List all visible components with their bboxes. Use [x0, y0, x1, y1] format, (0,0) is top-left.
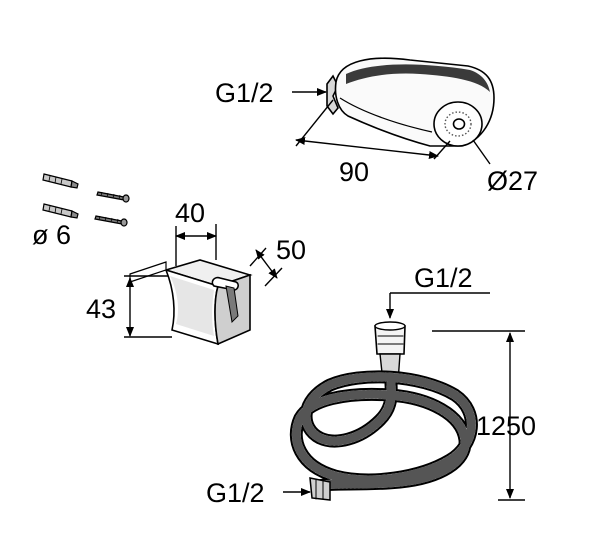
holder-dimensions: [124, 224, 283, 338]
ext-depth-2: [264, 267, 283, 287]
hose-top-nut-face: [374, 321, 406, 331]
wall-anchors: [42, 173, 130, 227]
holder-back-plate: [129, 261, 167, 283]
hose-bottom-nut: [309, 477, 331, 501]
label-hose-thread-bottom: G1/2: [206, 478, 265, 508]
hose-coil-ribs: [291, 372, 476, 491]
depth-dimension-line: [255, 249, 278, 279]
hose-coils: [289, 370, 478, 493]
hand-shower: [326, 57, 495, 147]
label-holder-width: 40: [175, 198, 205, 228]
label-holder-depth: 50: [276, 235, 306, 265]
screw-1: [96, 191, 130, 203]
label-handshower-thread: G1/2: [215, 78, 274, 108]
label-handshower-length: 90: [339, 157, 369, 187]
holder-slot-depth: [225, 285, 239, 324]
hand-shower-dimensions: [292, 88, 491, 165]
ext-depth-1: [249, 247, 267, 267]
hose-dimensions: [283, 292, 525, 501]
holder-front-shading: [170, 276, 214, 336]
label-hose-thread-top: G1/2: [414, 263, 473, 293]
label-anchor-diameter: ø 6: [32, 220, 71, 250]
wall-holder: [129, 259, 253, 346]
hand-shower-shading: [346, 64, 490, 92]
hand-shower-lower-contour: [339, 97, 433, 133]
spray-face-center: [452, 118, 466, 130]
label-handshower-diameter: Ø27: [487, 166, 538, 196]
length-dimension-line: [295, 137, 439, 159]
anchor-plug-1: [42, 173, 79, 189]
label-hose-length: 1250: [476, 411, 536, 441]
diameter-leader: [472, 139, 491, 165]
extension-line-left: [295, 99, 334, 147]
anchor-plug-2: [42, 203, 79, 219]
holder-slot: [211, 276, 239, 291]
screw-2: [94, 215, 128, 227]
shower-hose: [289, 321, 478, 501]
label-holder-height: 43: [86, 294, 116, 324]
